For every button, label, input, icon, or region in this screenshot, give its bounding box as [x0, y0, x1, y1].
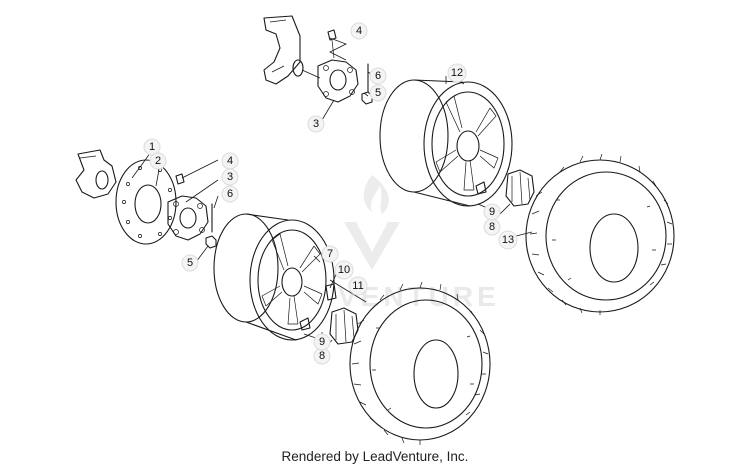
svg-text:8: 8	[319, 350, 325, 362]
callout-9-lower: 9	[313, 333, 331, 351]
callout-10: 10	[334, 260, 354, 280]
svg-text:8: 8	[489, 221, 495, 233]
callout-labels: 1 2 3 3 4 4 5 5 6 6 7 8 8 9 9 10 11 12 1…	[143, 22, 518, 365]
lower-steering-knuckle	[75, 149, 117, 199]
lower-hub	[167, 195, 209, 241]
svg-text:4: 4	[227, 155, 233, 167]
lower-bolt	[175, 173, 185, 185]
svg-text:5: 5	[187, 257, 193, 269]
lower-nut	[205, 235, 217, 249]
svg-text:11: 11	[352, 280, 363, 292]
svg-text:3: 3	[227, 171, 233, 183]
callout-12: 12	[447, 63, 467, 83]
svg-text:7: 7	[327, 248, 333, 260]
callout-3-upper: 3	[307, 115, 325, 133]
lower-rim	[213, 213, 335, 341]
footer-credit: Rendered by LeadVenture, Inc.	[281, 449, 469, 464]
svg-text:6: 6	[227, 188, 233, 200]
callout-9-upper: 9	[483, 203, 501, 221]
upper-nut	[361, 91, 373, 105]
callout-5-lower: 5	[181, 254, 199, 272]
callout-4-lower: 4	[221, 152, 239, 170]
svg-text:13: 13	[502, 234, 514, 246]
callout-6-lower: 6	[221, 185, 239, 203]
svg-text:9: 9	[319, 336, 325, 348]
lower-valve-stem	[299, 317, 311, 331]
lower-tire	[349, 281, 491, 445]
callout-2: 2	[149, 152, 167, 170]
upper-bolt	[327, 29, 337, 59]
callout-7: 7	[321, 245, 339, 263]
svg-text:6: 6	[375, 70, 381, 82]
upper-valve-stem	[475, 181, 487, 195]
upper-hub	[301, 59, 359, 103]
brake-disc	[115, 159, 177, 245]
svg-text:4: 4	[356, 25, 362, 37]
svg-text:5: 5	[375, 87, 381, 99]
callout-4-upper: 4	[350, 22, 368, 40]
callout-5-upper: 5	[369, 84, 387, 102]
svg-text:9: 9	[489, 206, 495, 218]
upper-steering-knuckle	[263, 15, 304, 85]
callout-8-upper: 8	[483, 218, 501, 236]
callout-13: 13	[498, 230, 518, 250]
svg-text:3: 3	[313, 118, 319, 130]
svg-text:10: 10	[338, 264, 350, 276]
svg-text:1: 1	[149, 141, 155, 153]
callout-11: 11	[348, 276, 368, 296]
svg-text:2: 2	[155, 155, 161, 167]
upper-tire	[525, 153, 675, 315]
callout-8-lower: 8	[313, 347, 331, 365]
upper-rim	[379, 79, 513, 207]
callout-6-upper: 6	[369, 67, 387, 85]
svg-text:12: 12	[451, 67, 463, 79]
callout-3-lower: 3	[221, 168, 239, 186]
upper-lug-nut	[505, 169, 535, 207]
